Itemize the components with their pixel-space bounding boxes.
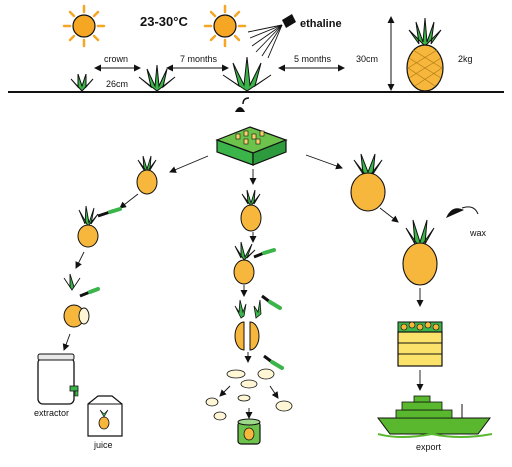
- sun-icon: [203, 4, 247, 48]
- crown-plant: [70, 73, 94, 92]
- crate-icon: [397, 321, 443, 367]
- flow-arrow: [169, 155, 209, 173]
- growth-chamber: [215, 97, 288, 166]
- pineapple-icon: [350, 153, 386, 212]
- weight-label: 2kg: [458, 54, 473, 64]
- seven-months-label: 7 months: [180, 54, 218, 64]
- cut-pineapple-icon: [63, 304, 90, 328]
- export-label: export: [416, 442, 442, 452]
- pineapple-slices: [205, 368, 293, 421]
- juice-carton-icon: [87, 395, 123, 437]
- pineapple-icon: [77, 205, 99, 248]
- flow-arrow: [75, 251, 85, 269]
- pineapple-icon: [406, 17, 444, 92]
- wax-label: wax: [470, 228, 487, 238]
- lamp-icon: [235, 107, 245, 112]
- pineapple-icon: [240, 189, 262, 232]
- crown-label: crown: [104, 54, 129, 64]
- five-months-label: 5 months: [294, 54, 332, 64]
- flow-arrow: [62, 333, 71, 351]
- young-plant: [138, 64, 176, 92]
- extractor-jar-icon: [37, 353, 79, 405]
- sun-icon: [62, 4, 106, 48]
- pineapple-icon: [136, 155, 158, 195]
- crown-cut-icon: [63, 273, 81, 291]
- ship-icon: [377, 395, 493, 438]
- spray-nozzle-icon: [247, 14, 296, 59]
- juice-label: juice: [94, 440, 113, 450]
- arrow-cluster: [219, 385, 279, 419]
- height-label: 30cm: [356, 54, 379, 64]
- split-pineapple-icon: [234, 299, 262, 351]
- temperature-label: 23-30°C: [140, 14, 188, 29]
- knife-icon: [253, 248, 276, 259]
- knife-icon: [261, 294, 282, 310]
- ethaline-label: ethaline: [300, 18, 342, 30]
- knife-icon: [263, 354, 284, 370]
- flow-arrow: [119, 193, 139, 209]
- mature-plant: [222, 56, 272, 92]
- pineapple-icon: [402, 219, 438, 286]
- lamp-icon: [446, 206, 479, 218]
- can-icon: [237, 418, 261, 445]
- pineapple-icon: [233, 241, 256, 285]
- crown-size-label: 26cm: [106, 79, 129, 89]
- knife-icon: [79, 287, 100, 298]
- flow-arrow: [379, 207, 399, 223]
- knife-icon: [97, 207, 122, 218]
- flow-arrow: [305, 154, 343, 170]
- extractor-label: extractor: [34, 408, 70, 418]
